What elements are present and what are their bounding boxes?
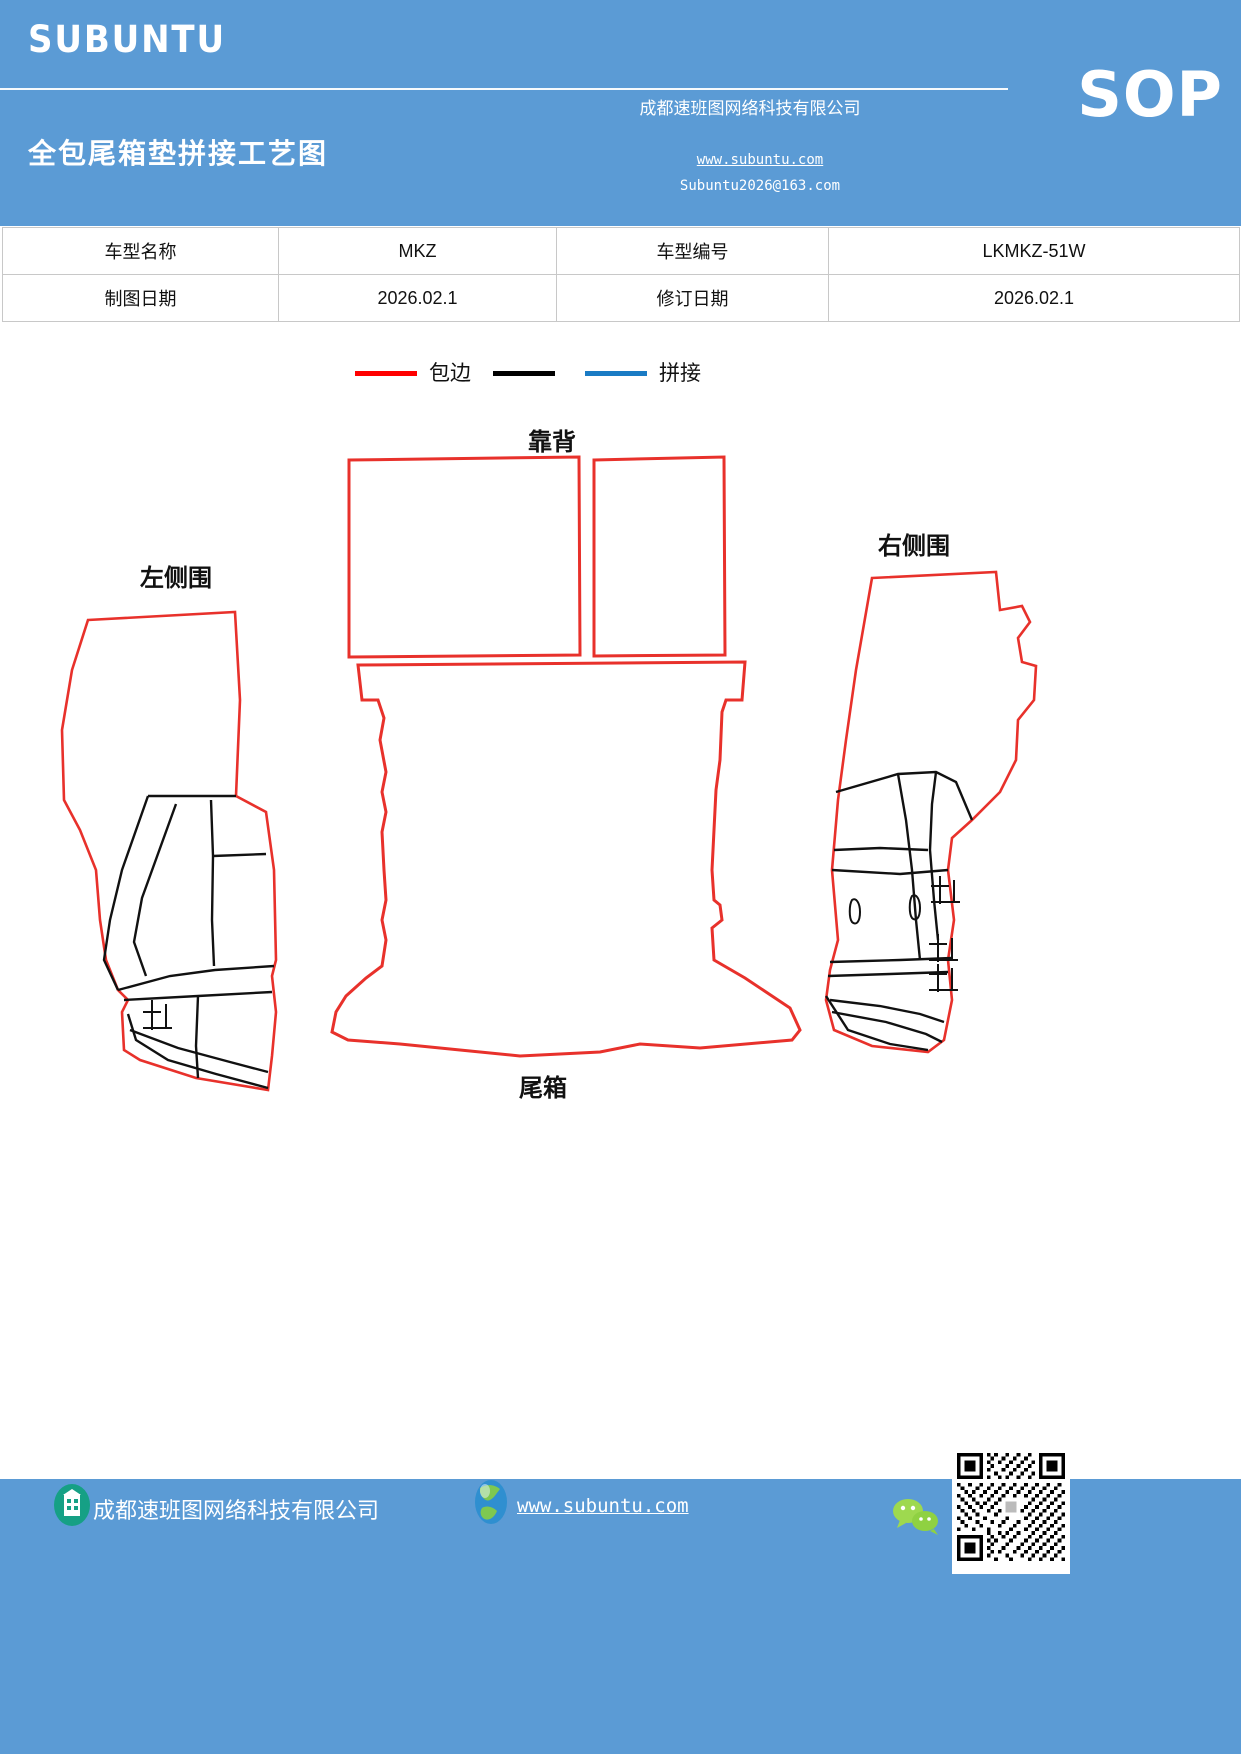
- table-row: 车型名称 MKZ 车型编号 LKMKZ-51W: [2, 227, 1240, 275]
- cell-label-model-name: 车型名称: [2, 227, 279, 275]
- legend-swatch-binding: [355, 371, 417, 376]
- shape-backrest-right-panel: [592, 455, 727, 658]
- page-header: SUBUNTU 全包尾箱垫拼接工艺图 成都速班图网络科技有限公司 www.sub…: [0, 0, 1241, 226]
- footer-company-name: 成都速班图网络科技有限公司: [93, 1499, 380, 1524]
- cell-value-model-code: LKMKZ-51W: [828, 227, 1240, 275]
- stitch-mark-left: [143, 1000, 172, 1030]
- building-icon: [54, 1484, 90, 1526]
- header-divider-rule: [0, 88, 1008, 90]
- table-row: 制图日期 2026.02.1 修订日期 2026.02.1: [2, 274, 1240, 322]
- globe-icon: [475, 1480, 507, 1524]
- shape-left-side-seams: [102, 794, 275, 1090]
- part-label-right-side: 右侧围: [878, 532, 950, 560]
- header-website-link[interactable]: www.subuntu.com: [696, 152, 824, 168]
- legend-label-splice: 拼接: [659, 361, 701, 385]
- mat-pattern-diagram: [60, 455, 1038, 1092]
- shape-trunk-mat: [330, 660, 802, 1058]
- shape-right-side-outline: [824, 570, 1038, 1054]
- part-label-left-side: 左侧围: [140, 564, 212, 592]
- shape-right-side-slots: [848, 894, 922, 925]
- cell-value-revision-date: 2026.02.1: [828, 274, 1240, 322]
- cell-label-revision-date: 修订日期: [556, 274, 829, 322]
- shape-backrest-left-panel: [347, 455, 582, 659]
- qr-code-matrix: [957, 1453, 1065, 1561]
- drawing-legend: 包边 拼接: [0, 363, 1241, 403]
- legend-label-binding: 包边: [429, 361, 471, 385]
- technical-drawing-area: 靠背 左侧围 右侧围 尾箱: [0, 400, 1241, 1140]
- part-label-backrest: 靠背: [528, 428, 576, 456]
- part-label-trunk: 尾箱: [519, 1074, 567, 1102]
- shape-right-side-seams: [824, 770, 974, 1052]
- stitch-mark-right-mid: [929, 934, 958, 962]
- footer-website-link[interactable]: www.subuntu.com: [517, 1495, 689, 1517]
- cell-label-draw-date: 制图日期: [2, 274, 279, 322]
- legend-swatch-seam: [493, 371, 555, 376]
- document-title: 全包尾箱垫拼接工艺图: [28, 137, 329, 170]
- stitch-mark-right-lower: [929, 964, 958, 992]
- header-company-name: 成都速班图网络科技有限公司: [639, 99, 861, 119]
- vehicle-info-table: 车型名称 MKZ 车型编号 LKMKZ-51W 制图日期 2026.02.1 修…: [2, 227, 1240, 322]
- legend-swatch-splice: [585, 371, 647, 376]
- qr-code: [952, 1440, 1070, 1574]
- document-type-badge: SOP: [1077, 58, 1223, 131]
- wechat-icon: [893, 1499, 938, 1535]
- stitch-mark-right-upper: [931, 876, 960, 904]
- brand-logo-text: SUBUNTU: [28, 18, 226, 61]
- cell-label-model-code: 车型编号: [556, 227, 829, 275]
- cell-value-draw-date: 2026.02.1: [278, 274, 557, 322]
- shape-left-side-outline: [60, 610, 278, 1092]
- header-email-address[interactable]: Subuntu2026@163.com: [679, 178, 841, 194]
- cell-value-model-name: MKZ: [278, 227, 557, 275]
